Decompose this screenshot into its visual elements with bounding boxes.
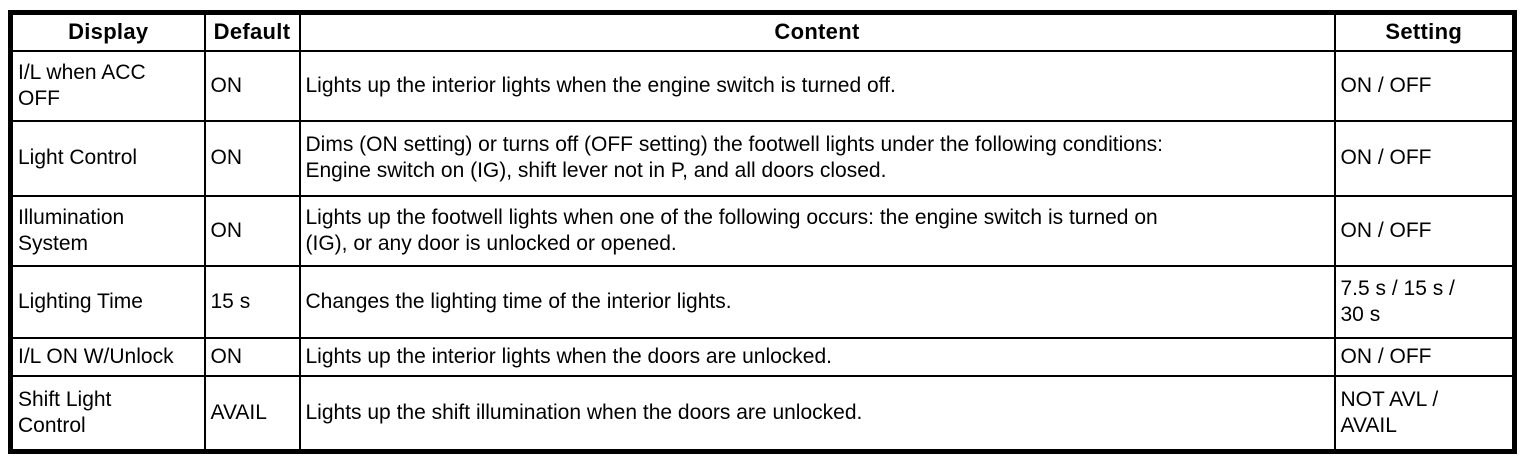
table-row: I/L ON W/Unlock ON Lights up the interio… (9, 336, 1516, 377)
cell-content: Changes the lighting time of the interio… (298, 264, 1336, 339)
table-row: Illumination System ON Lights up the foo… (9, 194, 1516, 267)
table-row: Lighting Time 15 s Changes the lighting … (9, 264, 1516, 339)
cell-setting: ON / OFF (1333, 194, 1516, 267)
col-header-content: Content (298, 11, 1336, 52)
table-row: Light Control ON Dims (ON setting) or tu… (9, 119, 1516, 197)
cell-default: ON (203, 49, 301, 122)
cell-display: Shift Light Control (9, 374, 206, 453)
cell-default: AVAIL (203, 374, 301, 453)
cell-default: ON (203, 336, 301, 377)
cell-setting: ON / OFF (1333, 119, 1516, 197)
cell-content: Lights up the interior lights when the e… (298, 49, 1336, 122)
table-row: I/L when ACC OFF ON Lights up the interi… (9, 49, 1516, 122)
cell-setting: 7.5 s / 15 s / 30 s (1333, 264, 1516, 339)
settings-table: Display Default Content Setting I/L when… (8, 10, 1517, 454)
cell-display: I/L ON W/Unlock (9, 336, 206, 377)
header-row: Display Default Content Setting (9, 11, 1516, 52)
cell-display: Lighting Time (9, 264, 206, 339)
col-header-default: Default (203, 11, 301, 52)
cell-content: Lights up the interior lights when the d… (298, 336, 1336, 377)
cell-setting: ON / OFF (1333, 49, 1516, 122)
cell-default: 15 s (203, 264, 301, 339)
col-header-display: Display (9, 11, 206, 52)
col-header-setting: Setting (1333, 11, 1516, 52)
cell-display: Illumination System (9, 194, 206, 267)
cell-content: Dims (ON setting) or turns off (OFF sett… (298, 119, 1336, 197)
cell-setting: ON / OFF (1333, 336, 1516, 377)
cell-setting: NOT AVL / AVAIL (1333, 374, 1516, 453)
cell-content: Lights up the shift illumination when th… (298, 374, 1336, 453)
cell-default: ON (203, 119, 301, 197)
cell-display: Light Control (9, 119, 206, 197)
cell-content: Lights up the footwell lights when one o… (298, 194, 1336, 267)
cell-display: I/L when ACC OFF (9, 49, 206, 122)
table-row: Shift Light Control AVAIL Lights up the … (9, 374, 1516, 453)
cell-default: ON (203, 194, 301, 267)
